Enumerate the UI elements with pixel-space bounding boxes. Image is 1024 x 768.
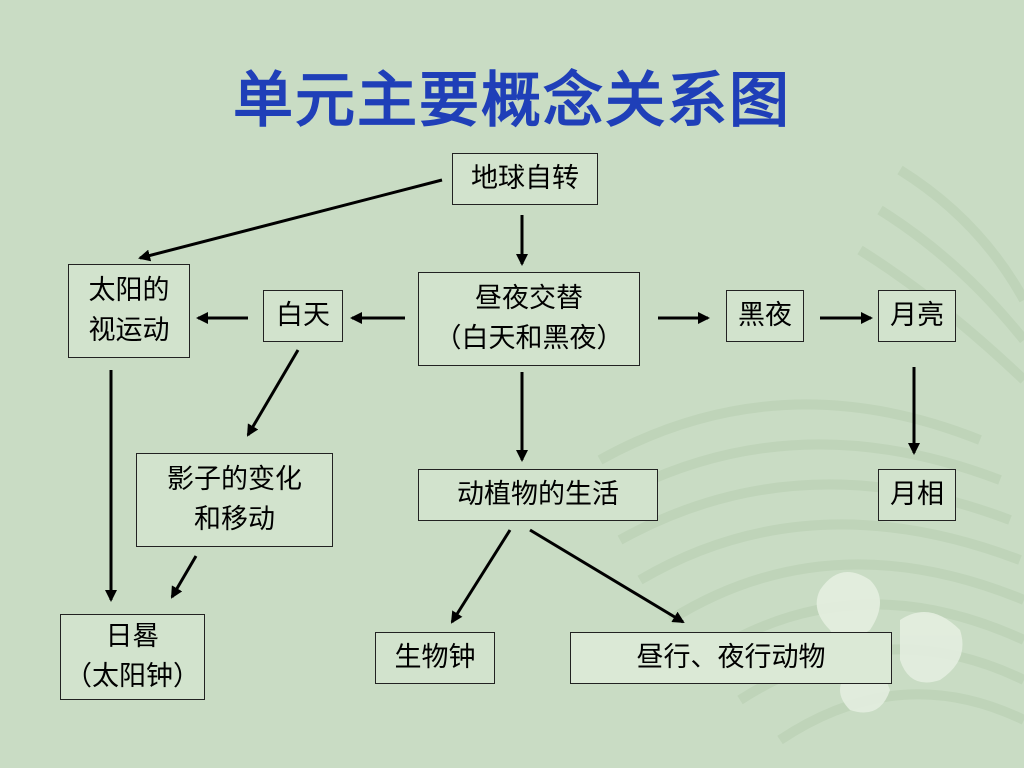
- node-daytime-label: 白天: [276, 300, 330, 331]
- node-moon: 月亮: [878, 290, 956, 342]
- node-sun-motion-line1: 太阳的: [88, 275, 170, 306]
- node-sundial-line2: （太阳钟）: [65, 661, 200, 692]
- node-moon-phase: 月相: [878, 469, 956, 521]
- node-plant-animal: 动植物的生活: [418, 469, 658, 521]
- node-diurnal-nocturnal: 昼行、夜行动物: [570, 632, 892, 684]
- node-bio-clock-label: 生物钟: [394, 642, 476, 673]
- node-shadow: 影子的变化 和移动: [136, 453, 333, 547]
- node-plant-animal-label: 动植物的生活: [457, 479, 619, 510]
- node-earth-rotation-label: 地球自转: [471, 163, 579, 194]
- node-bio-clock: 生物钟: [375, 632, 495, 684]
- node-sundial: 日晷 （太阳钟）: [60, 614, 205, 700]
- node-day-night-line2: （白天和黑夜）: [434, 323, 624, 354]
- node-day-night: 昼夜交替 （白天和黑夜）: [418, 272, 640, 366]
- node-sundial-line1: 日晷: [105, 621, 160, 652]
- node-night-label: 黑夜: [738, 300, 792, 331]
- node-night: 黑夜: [726, 290, 804, 342]
- node-shadow-line2: 和移动: [194, 504, 275, 535]
- node-moon-phase-label: 月相: [890, 479, 944, 510]
- node-moon-label: 月亮: [890, 300, 944, 331]
- node-day-night-line1: 昼夜交替: [475, 283, 583, 314]
- node-sun-motion-line2: 视运动: [88, 315, 170, 346]
- node-diurnal-nocturnal-label: 昼行、夜行动物: [636, 642, 826, 673]
- page-title: 单元主要概念关系图: [233, 66, 791, 136]
- node-shadow-line1: 影子的变化: [167, 464, 302, 495]
- node-earth-rotation: 地球自转: [452, 153, 598, 205]
- node-sun-motion: 太阳的 视运动: [68, 264, 190, 358]
- node-daytime: 白天: [263, 290, 343, 342]
